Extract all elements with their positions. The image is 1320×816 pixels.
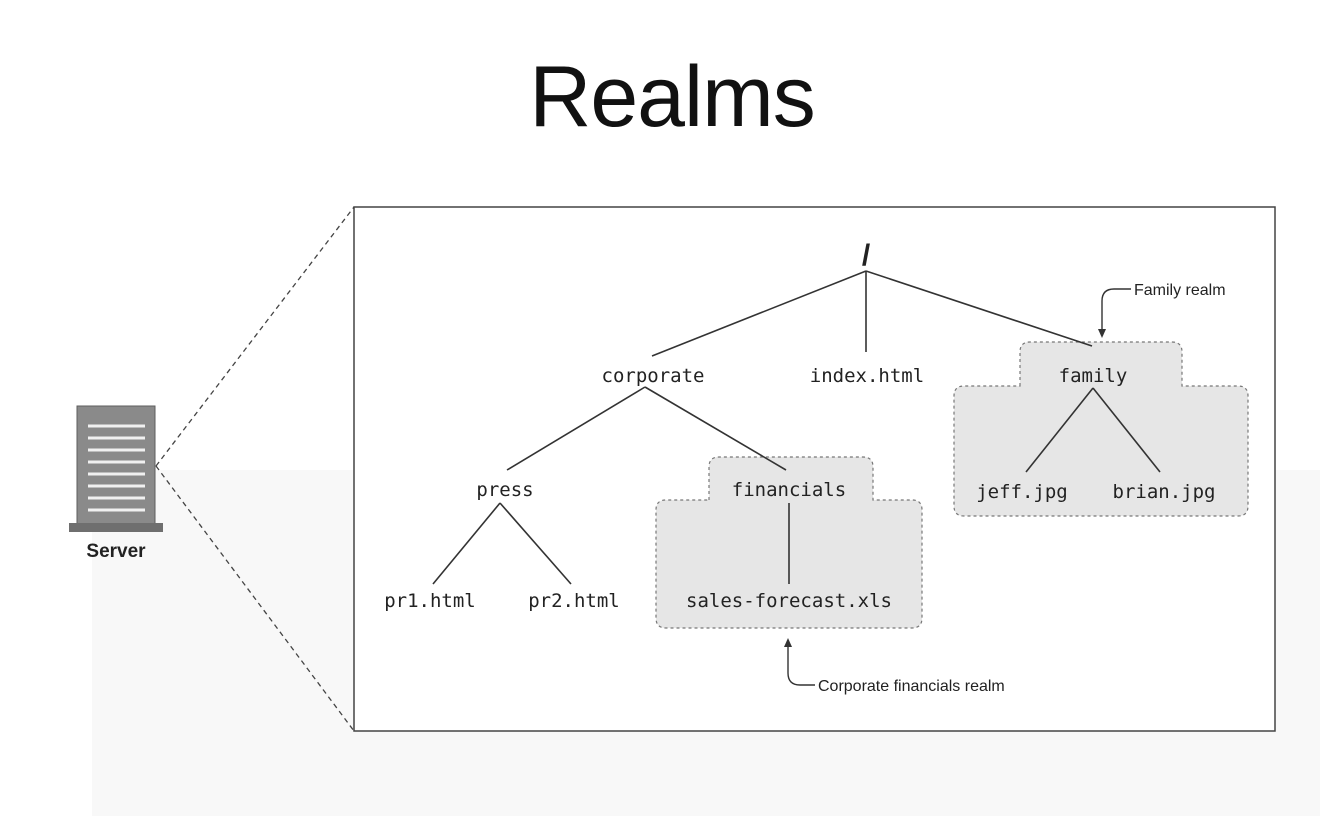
family-realm-arrow	[1098, 288, 1131, 338]
zoom-line-bottom	[155, 465, 355, 732]
node-sales-forecast-xls: sales-forecast.xls	[686, 590, 892, 612]
node-corporate: corporate	[602, 365, 705, 387]
node-financials: financials	[732, 479, 846, 501]
node-jeff-jpg: jeff.jpg	[976, 481, 1068, 503]
node-pr1-html: pr1.html	[384, 590, 476, 612]
financials-realm-label: Corporate financials realm	[818, 678, 1005, 695]
node-family: family	[1059, 365, 1128, 387]
server-label: Server	[86, 541, 146, 562]
family-realm-label: Family realm	[1134, 282, 1226, 299]
server-icon	[69, 405, 163, 532]
family-realm-region	[953, 341, 1249, 517]
zoom-line-top	[155, 206, 355, 467]
node-brian-jpg: brian.jpg	[1113, 481, 1216, 503]
node-press: press	[476, 479, 533, 501]
node-pr2-html: pr2.html	[528, 590, 620, 612]
node-index-html: index.html	[810, 365, 924, 387]
financials-realm-arrow	[784, 638, 815, 686]
page-title: Realms	[529, 49, 816, 145]
tree-edges	[432, 270, 1161, 585]
root-node: /	[862, 239, 871, 272]
